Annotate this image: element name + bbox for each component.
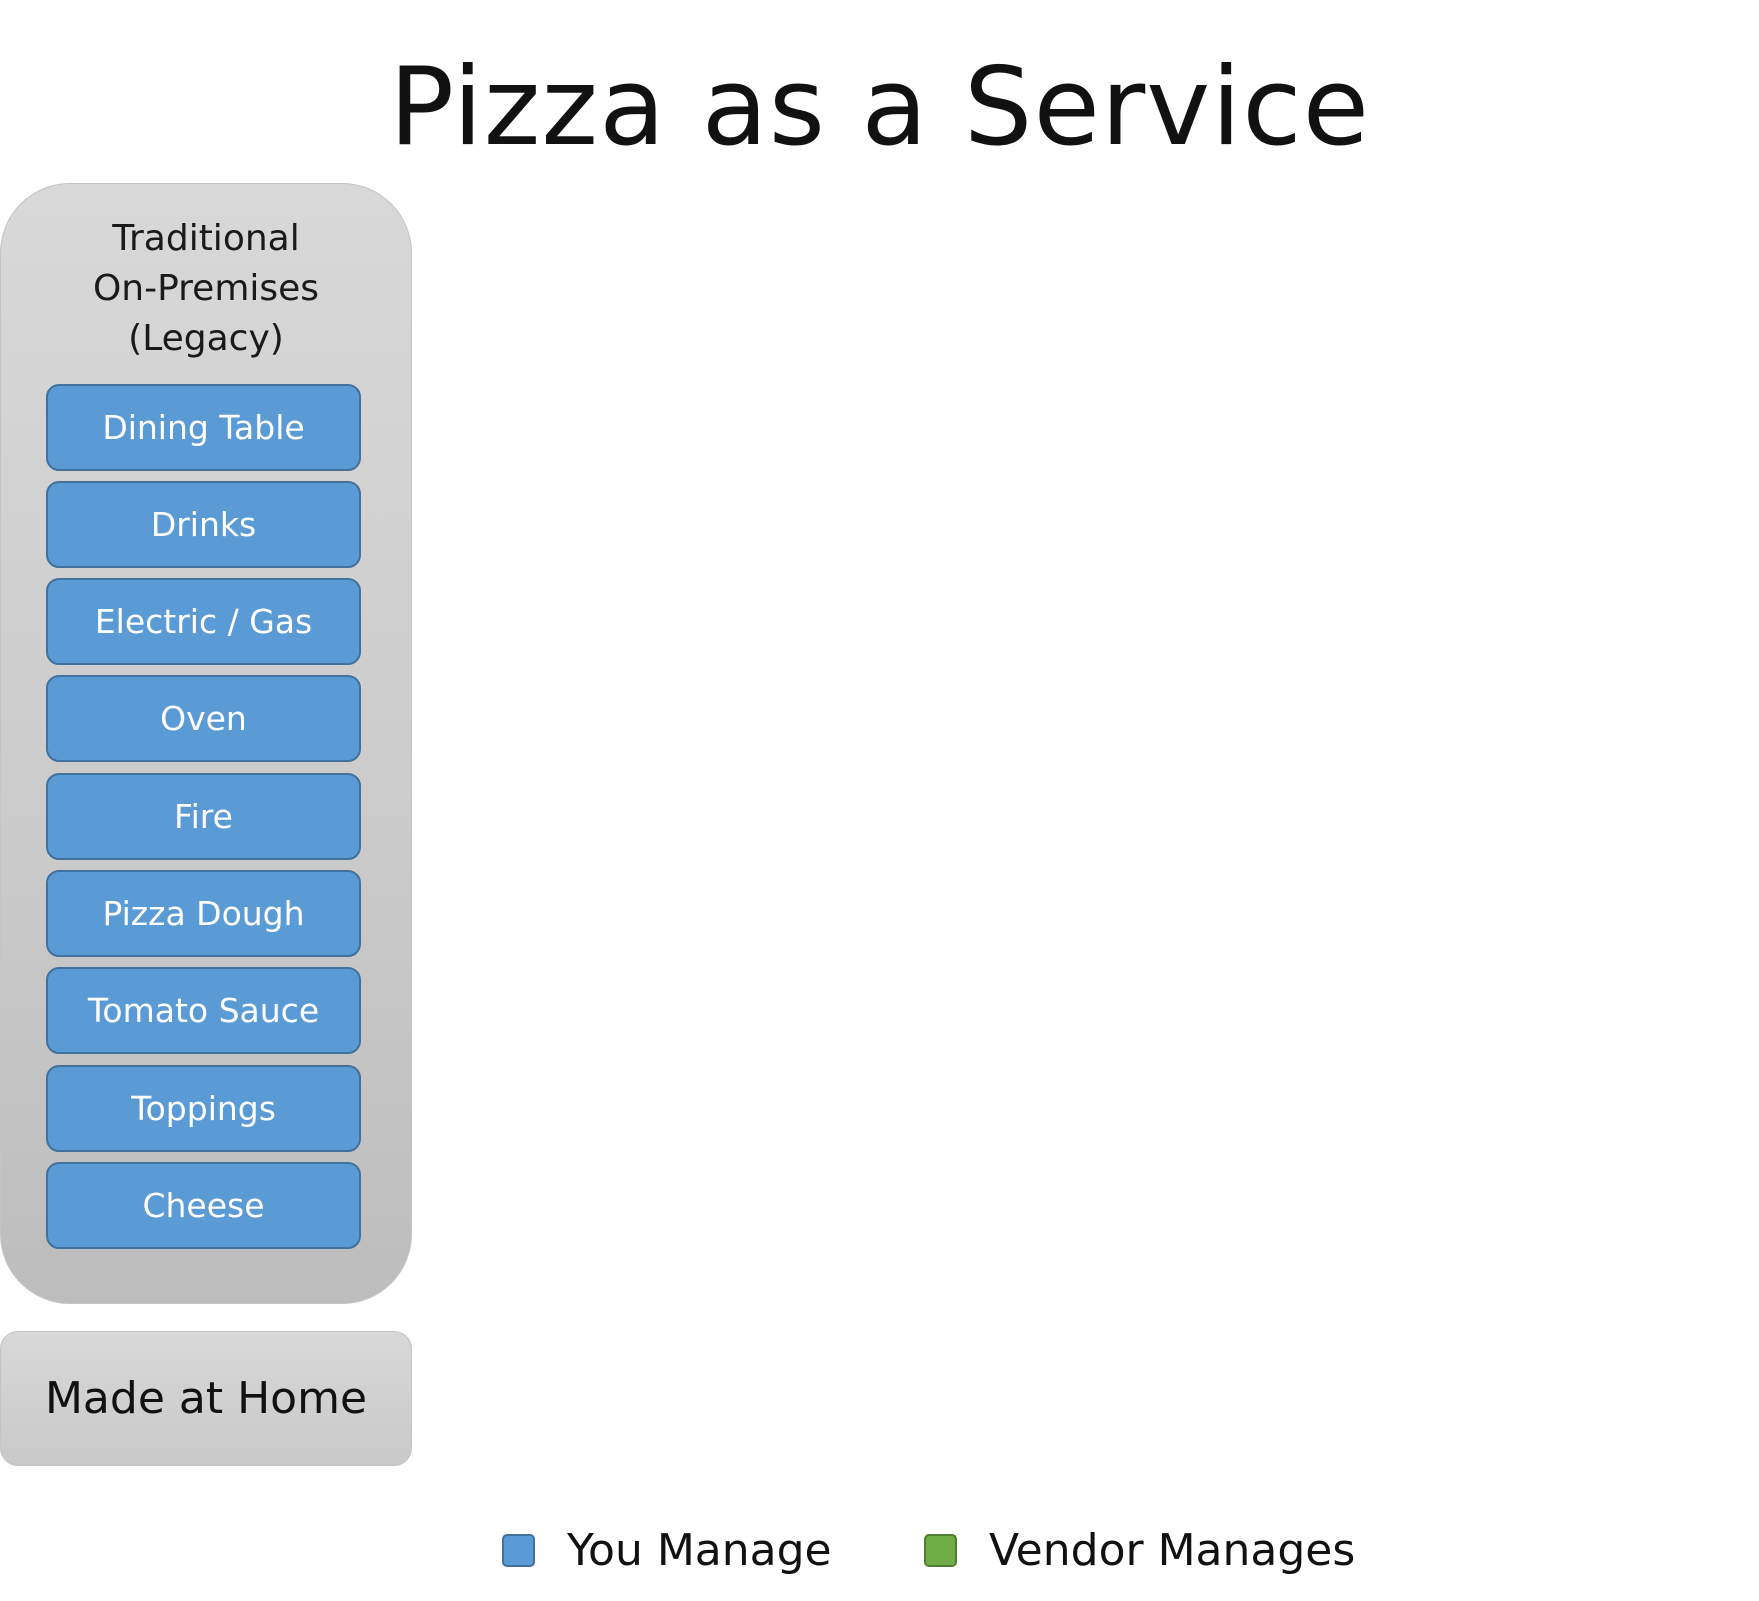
column-header-line: (Legacy) <box>128 318 284 359</box>
stack-item-electric-gas: Electric / Gas <box>46 578 361 665</box>
stack-item-fire: Fire <box>46 773 361 860</box>
stack-item-pizza-dough: Pizza Dough <box>46 870 361 957</box>
stack-item-dining-table: Dining Table <box>46 384 361 471</box>
legend-swatch-green <box>924 1533 957 1567</box>
column-header-line: On-Premises <box>92 268 320 309</box>
legend-label: You Manage <box>567 1524 832 1576</box>
legacy-column: Traditional On-Premises (Legacy) Dining … <box>0 183 412 1304</box>
stack-item-oven: Oven <box>46 675 361 762</box>
column-header: Traditional On-Premises (Legacy) <box>1 214 411 364</box>
legend-item-you-manage: You Manage <box>502 1523 832 1577</box>
legend-item-vendor-manages: Vendor Manages <box>924 1523 1355 1577</box>
diagram-title: Pizza as a Service <box>388 45 1371 170</box>
column-header-line: Traditional <box>112 218 300 259</box>
legend-label: Vendor Manages <box>989 1524 1356 1576</box>
stack-item-cheese: Cheese <box>46 1162 361 1249</box>
stack-item-toppings: Toppings <box>46 1065 361 1152</box>
column-footer-label: Made at Home <box>0 1331 412 1466</box>
stack-item-tomato-sauce: Tomato Sauce <box>46 967 361 1054</box>
legend-swatch-blue <box>502 1533 535 1567</box>
stack-item-drinks: Drinks <box>46 481 361 568</box>
